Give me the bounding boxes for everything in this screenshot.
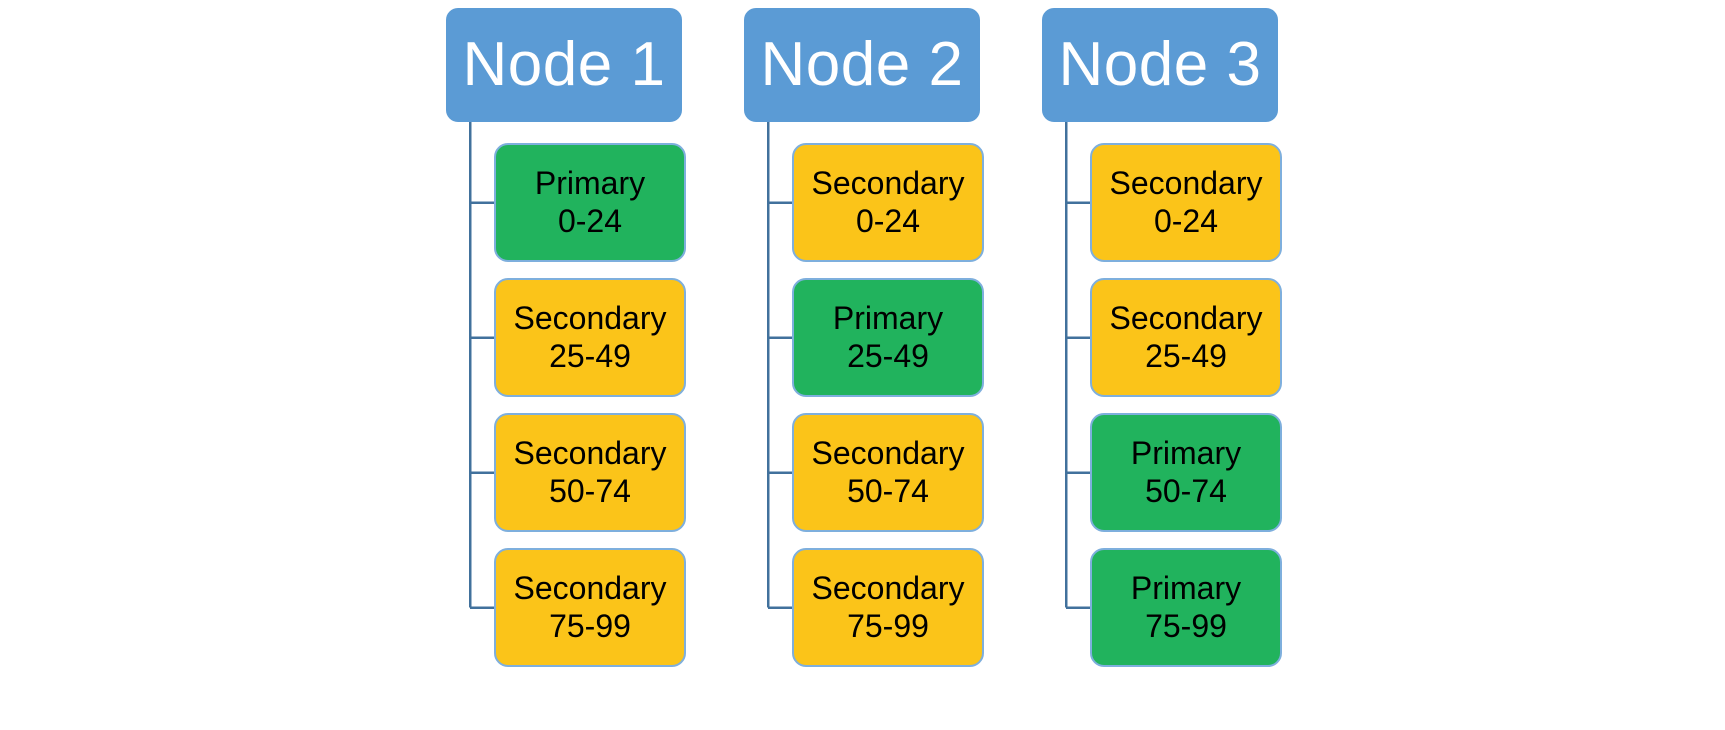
partition-range-label: 50-74 [1145, 472, 1227, 509]
partition-role-label: Secondary [513, 434, 667, 471]
partition-role-label: Secondary [1109, 164, 1263, 201]
partition-role-label: Secondary [513, 299, 667, 336]
partition-range-label: 75-99 [847, 607, 929, 644]
node-header-3[interactable]: Node 3 [1042, 8, 1278, 122]
partition-range-label: 25-49 [549, 337, 631, 374]
node-header-1[interactable]: Node 1 [446, 8, 682, 122]
node-header-2[interactable]: Node 2 [744, 8, 980, 122]
partition-role-label: Secondary [811, 164, 965, 201]
partition-role-label: Secondary [513, 569, 667, 606]
partition-range-label: 25-49 [847, 337, 929, 374]
partition-role-label: Secondary [1109, 299, 1263, 336]
partition-role-label: Primary [534, 164, 646, 201]
partition-range-label: 0-24 [855, 202, 921, 239]
partition-role-label: Primary [1130, 434, 1242, 471]
partition-role-label: Secondary [811, 434, 965, 471]
partition-role-label: Primary [832, 299, 944, 336]
partition-role-label: Primary [1130, 569, 1242, 606]
partition-range-label: 75-99 [549, 607, 631, 644]
partition-range-label: 50-74 [847, 472, 929, 509]
partition-range-label: 0-24 [1153, 202, 1219, 239]
partition-range-label: 50-74 [549, 472, 631, 509]
partition-range-label: 75-99 [1145, 607, 1227, 644]
partition-role-label: Secondary [811, 569, 965, 606]
partition-range-label: 0-24 [557, 202, 623, 239]
partition-range-label: 25-49 [1145, 337, 1227, 374]
